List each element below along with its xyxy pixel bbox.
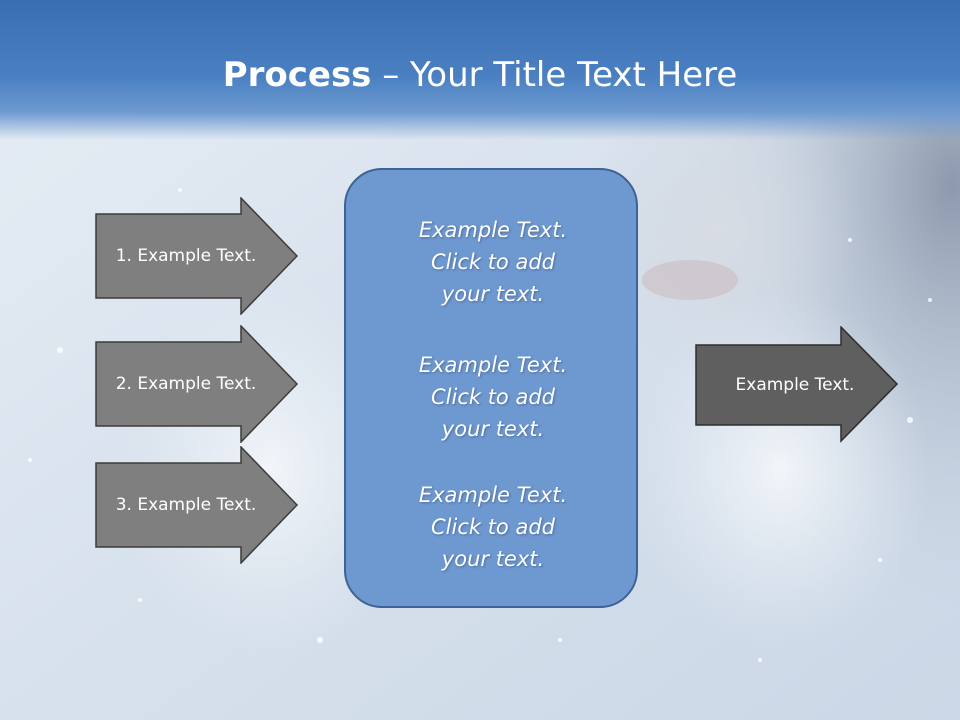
panel-line: Example Text. bbox=[418, 483, 568, 507]
panel-line: Example Text. bbox=[418, 218, 568, 242]
process-step-arrow-3[interactable]: 3. Example Text. bbox=[95, 446, 299, 564]
panel-text-block-2: Example Text. Click to add your text. bbox=[346, 349, 640, 445]
panel-line: your text. bbox=[441, 417, 545, 441]
process-step-label: 3. Example Text. bbox=[115, 495, 257, 515]
result-arrow-label: Example Text. bbox=[735, 375, 855, 395]
panel-line: your text. bbox=[441, 282, 545, 306]
process-step-arrow-2[interactable]: 2. Example Text. bbox=[95, 325, 299, 443]
panel-line: your text. bbox=[441, 547, 545, 571]
arrow-shape bbox=[95, 446, 299, 564]
arrow-shape bbox=[95, 197, 299, 315]
panel-text-block-3: Example Text. Click to add your text. bbox=[346, 479, 640, 575]
process-step-label: 1. Example Text. bbox=[115, 246, 257, 266]
arrow-shape bbox=[695, 326, 899, 443]
process-step-label: 2. Example Text. bbox=[115, 374, 257, 394]
slide-title-rest: – Your Title Text Here bbox=[371, 55, 738, 95]
center-text-panel[interactable]: Example Text. Click to add your text. Ex… bbox=[344, 168, 638, 608]
panel-line: Click to add bbox=[430, 515, 555, 539]
panel-line: Example Text. bbox=[418, 353, 568, 377]
title-bar: Process – Your Title Text Here bbox=[0, 0, 960, 140]
panel-text-block-1: Example Text. Click to add your text. bbox=[346, 214, 640, 310]
slide-title[interactable]: Process – Your Title Text Here bbox=[0, 52, 960, 98]
result-arrow[interactable]: Example Text. bbox=[695, 326, 899, 444]
arrow-shape bbox=[95, 325, 299, 443]
slide-title-bold: Process bbox=[222, 55, 372, 95]
panel-line: Click to add bbox=[430, 250, 555, 274]
process-step-arrow-1[interactable]: 1. Example Text. bbox=[95, 197, 299, 315]
panel-line: Click to add bbox=[430, 385, 555, 409]
